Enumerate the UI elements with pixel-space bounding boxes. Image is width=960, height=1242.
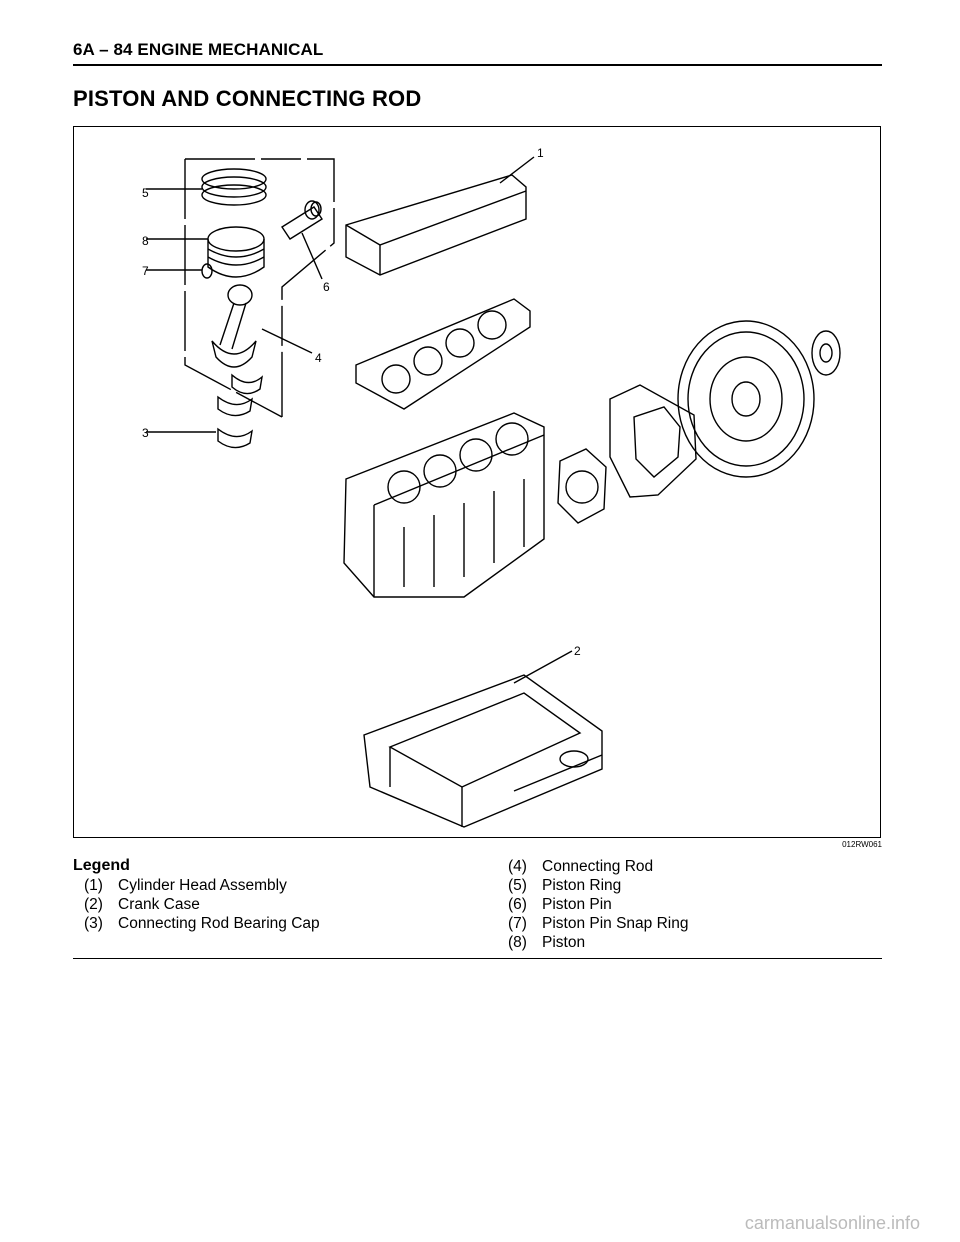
callout-8: 8 <box>142 234 149 248</box>
legend-item: (2) Crank Case <box>84 895 320 914</box>
section-title: PISTON AND CONNECTING ROD <box>73 86 422 111</box>
callout-5: 5 <box>142 186 149 200</box>
callout-1: 1 <box>537 146 544 160</box>
legend-label: Connecting Rod <box>542 858 654 875</box>
legend-label: Piston Ring <box>542 877 622 894</box>
legend-label: Crank Case <box>118 896 200 913</box>
legend-left-column: (1) Cylinder Head Assembly (2) Crank Cas… <box>84 876 320 933</box>
exploded-view-figure: 1 2 3 4 5 6 7 8 <box>73 126 881 838</box>
legend-number: (3) <box>84 915 103 932</box>
legend-number: (6) <box>508 896 527 913</box>
legend-number: (5) <box>508 877 527 894</box>
legend-number: (2) <box>84 896 103 913</box>
site-watermark: carmanualsonline.info <box>744 1213 920 1233</box>
legend-item: (6) Piston Pin <box>508 895 688 914</box>
bottom-rule <box>73 958 882 959</box>
legend-label: Piston Pin Snap Ring <box>542 915 689 932</box>
callout-2: 2 <box>574 644 581 658</box>
legend-title: Legend <box>73 857 130 874</box>
legend-number: (7) <box>508 915 527 932</box>
legend-number: (8) <box>508 934 527 951</box>
legend-item: (8) Piston <box>508 933 688 952</box>
engine-exploded-diagram: 1 2 3 4 5 6 7 8 <box>142 146 841 828</box>
callout-7: 7 <box>142 264 149 278</box>
legend-item: (7) Piston Pin Snap Ring <box>508 914 688 933</box>
legend-item: (5) Piston Ring <box>508 876 688 895</box>
legend-label: Piston <box>542 934 586 951</box>
legend-number: (4) <box>508 858 527 875</box>
page-header: 6A – 84 ENGINE MECHANICAL <box>73 40 324 59</box>
legend-label: Cylinder Head Assembly <box>118 877 287 894</box>
legend-number: (1) <box>84 877 103 894</box>
header-rule <box>73 64 882 66</box>
callout-3: 3 <box>142 426 149 440</box>
figure-code: 012RW061 <box>842 840 882 849</box>
legend-right-column: (4) Connecting Rod (5) Piston Ring (6) P… <box>508 857 688 952</box>
legend-label: Piston Pin <box>542 896 612 913</box>
legend-item: (4) Connecting Rod <box>508 857 688 876</box>
callout-4: 4 <box>315 351 322 365</box>
legend-item: (3) Connecting Rod Bearing Cap <box>84 914 320 933</box>
callout-6: 6 <box>323 280 330 294</box>
legend-item: (1) Cylinder Head Assembly <box>84 876 320 895</box>
legend-label: Connecting Rod Bearing Cap <box>118 915 320 932</box>
